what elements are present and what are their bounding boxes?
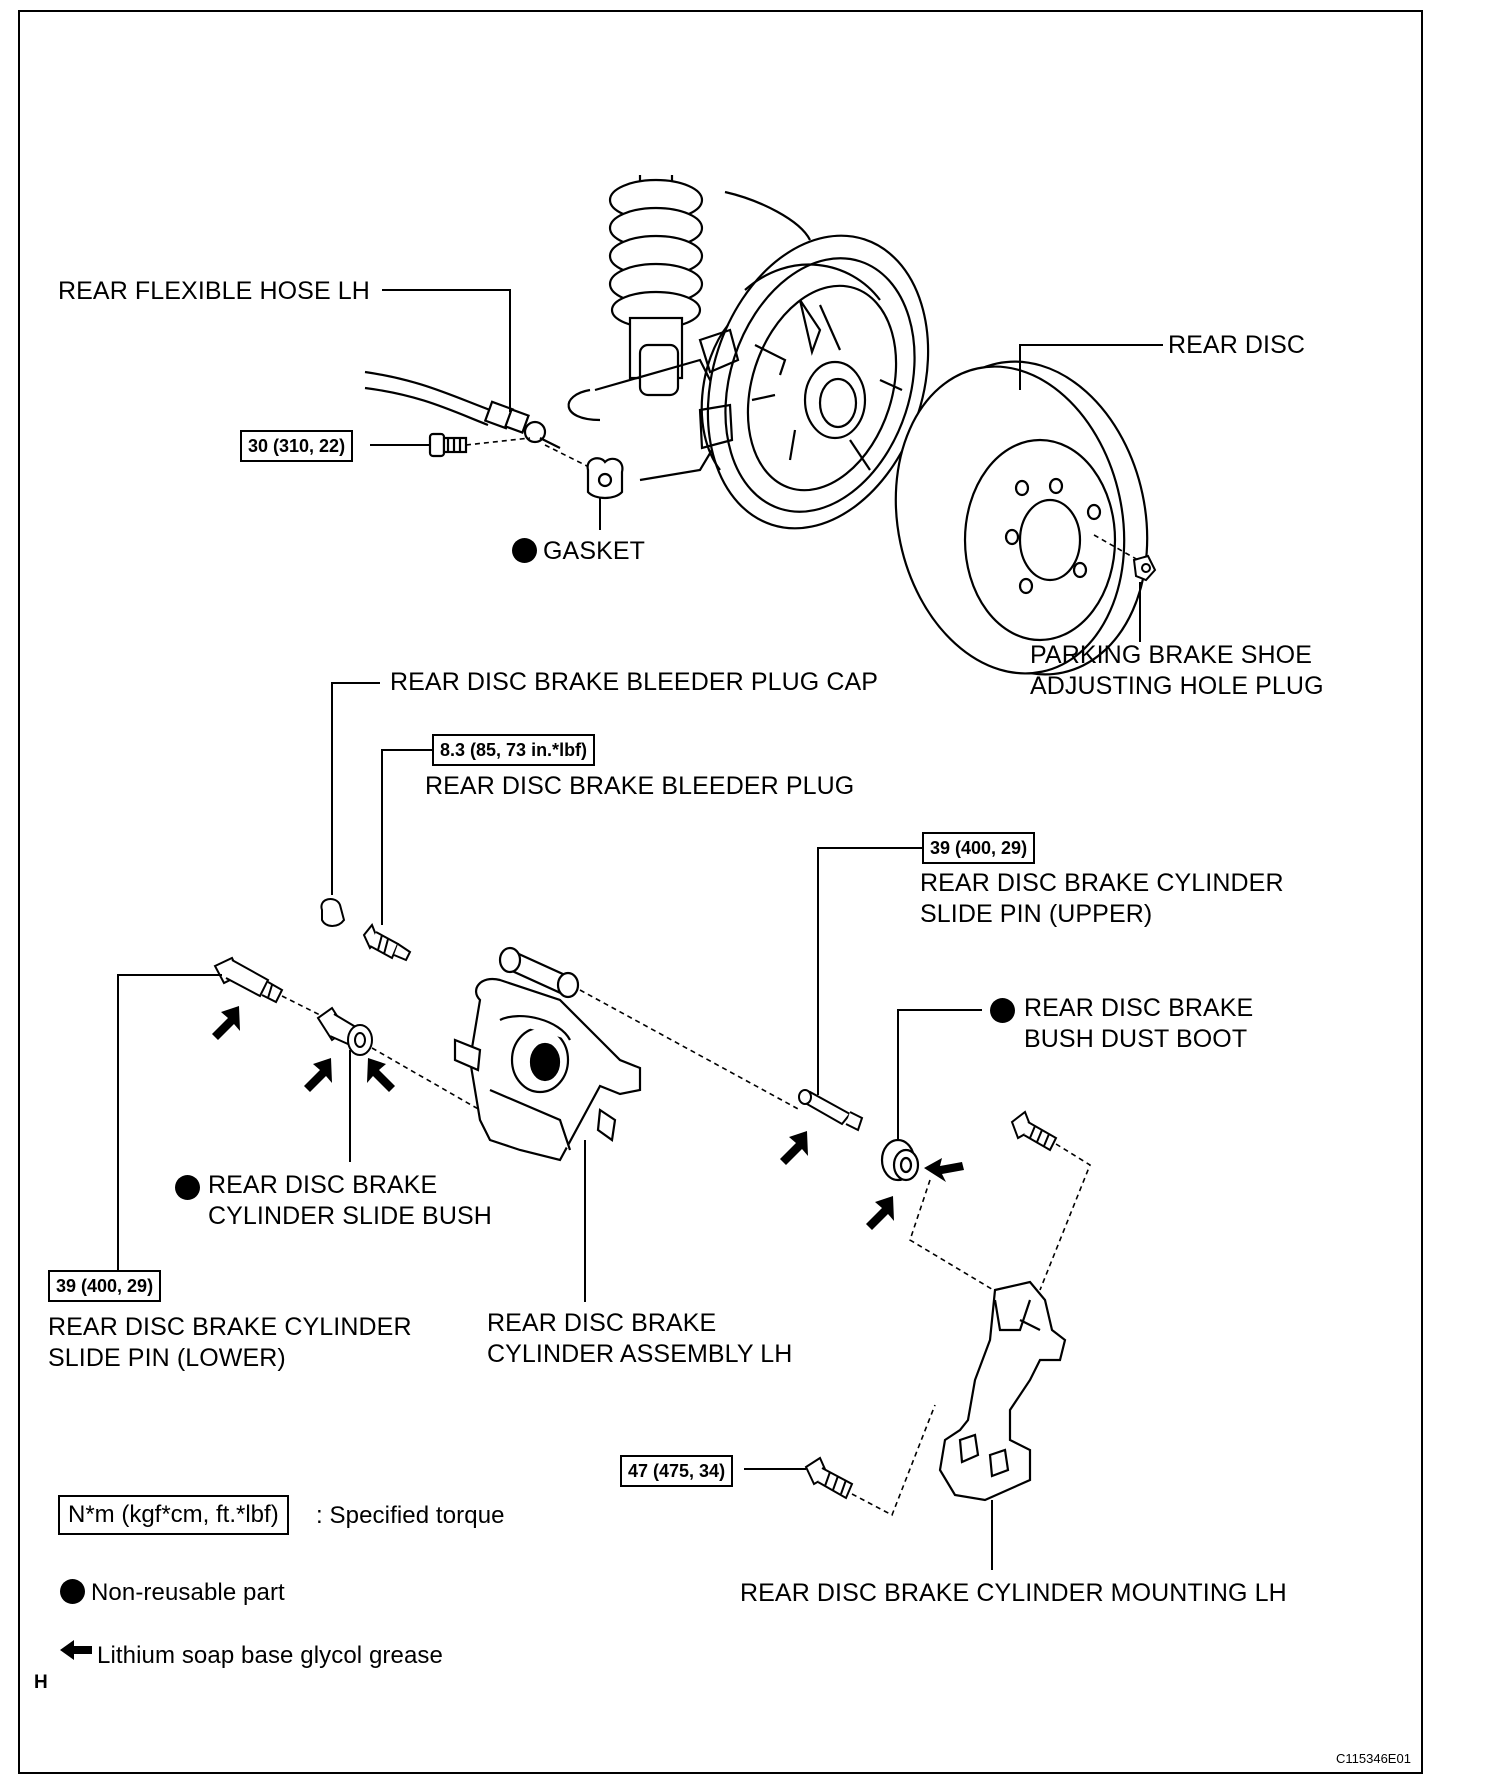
torque-mounting-bolt: 47 (475, 34) <box>620 1455 734 1487</box>
label-gasket-text: GASKET <box>543 537 646 565</box>
slide-pin-lower-part <box>213 956 284 1004</box>
suspension-spring <box>567 175 732 482</box>
legend-grease-arrow-icon <box>60 1640 92 1660</box>
legend-torque-unit: N*m (kgf*cm, ft.*lbf) <box>58 1495 289 1535</box>
torque-slide-pin-upper: 39 (400, 29) <box>922 832 1036 864</box>
bleeder-plug-part <box>362 923 412 962</box>
diagram-frame <box>18 10 1423 1774</box>
torque-hose-bolt: 30 (310, 22) <box>240 430 354 462</box>
legend-non-reusable: Non-reusable part <box>60 1577 285 1608</box>
label-bush-dust-boot-2: BUSH DUST BOOT <box>1024 1025 1248 1053</box>
cylinder-mounting-part <box>938 1280 1067 1502</box>
label-parking-brake-plug-2: ADJUSTING HOLE PLUG <box>1030 672 1324 700</box>
backing-plate <box>698 190 930 530</box>
slide-pin-upper-part <box>798 1089 864 1132</box>
label-rear-disc: REAR DISC <box>1168 331 1306 359</box>
hose-union-bolt <box>428 432 468 458</box>
mounting-bolt-upper-part <box>1010 1110 1058 1152</box>
non-reusable-dot-icon <box>512 538 537 563</box>
figure-code: C115346E01 <box>1336 1751 1411 1766</box>
legend-torque-desc: : Specified torque <box>316 1502 505 1529</box>
label-cylinder-mounting: REAR DISC BRAKE CYLINDER MOUNTING LH <box>740 1579 1287 1607</box>
gasket-part <box>586 457 624 500</box>
torque-slide-pin-lower: 39 (400, 29) <box>48 1270 162 1302</box>
non-reusable-dot-icon <box>175 1175 200 1200</box>
label-slide-pin-upper-2: SLIDE PIN (UPPER) <box>920 900 1153 928</box>
slide-bush-part <box>316 1006 373 1056</box>
grease-arrow-icon <box>212 1006 964 1230</box>
legend-non-reusable-text: Non-reusable part <box>91 1579 285 1606</box>
legend-grease: Lithium soap base glycol grease <box>97 1642 443 1669</box>
label-parking-brake-plug-1: PARKING BRAKE SHOE <box>1030 641 1312 669</box>
label-cylinder-assembly-1: REAR DISC BRAKE <box>487 1309 717 1337</box>
rear-disc-part <box>894 360 1149 676</box>
label-slide-pin-lower-1: REAR DISC BRAKE CYLINDER <box>48 1313 412 1341</box>
label-gasket: GASKET <box>512 536 645 567</box>
label-rear-flexible-hose: REAR FLEXIBLE HOSE LH <box>58 277 370 305</box>
label-slide-bush-1: REAR DISC BRAKE <box>208 1171 438 1199</box>
label-slide-bush-2: CYLINDER SLIDE BUSH <box>208 1202 492 1230</box>
label-bush-dust-boot-1: REAR DISC BRAKE <box>1024 994 1254 1022</box>
bush-dust-boot-part <box>880 1138 920 1182</box>
label-slide-pin-upper-1: REAR DISC BRAKE CYLINDER <box>920 869 1284 897</box>
label-slide-pin-lower-2: SLIDE PIN (LOWER) <box>48 1344 286 1372</box>
mounting-bolt-lower-part <box>804 1456 854 1500</box>
cylinder-assembly-part <box>453 946 642 1162</box>
label-bleeder-plug-cap: REAR DISC BRAKE BLEEDER PLUG CAP <box>390 668 879 696</box>
non-reusable-dot-icon <box>990 998 1015 1023</box>
non-reusable-dot-icon <box>60 1579 85 1604</box>
adjusting-hole-plug-part <box>1132 554 1157 582</box>
bleeder-plug-cap-part <box>320 898 346 927</box>
label-cylinder-assembly-2: CYLINDER ASSEMBLY LH <box>487 1340 793 1368</box>
label-bleeder-plug: REAR DISC BRAKE BLEEDER PLUG <box>425 772 855 800</box>
torque-bleeder-plug: 8.3 (85, 73 in.*lbf) <box>432 734 596 766</box>
flexible-hose <box>364 370 561 449</box>
corner-mark: H <box>34 1672 48 1693</box>
